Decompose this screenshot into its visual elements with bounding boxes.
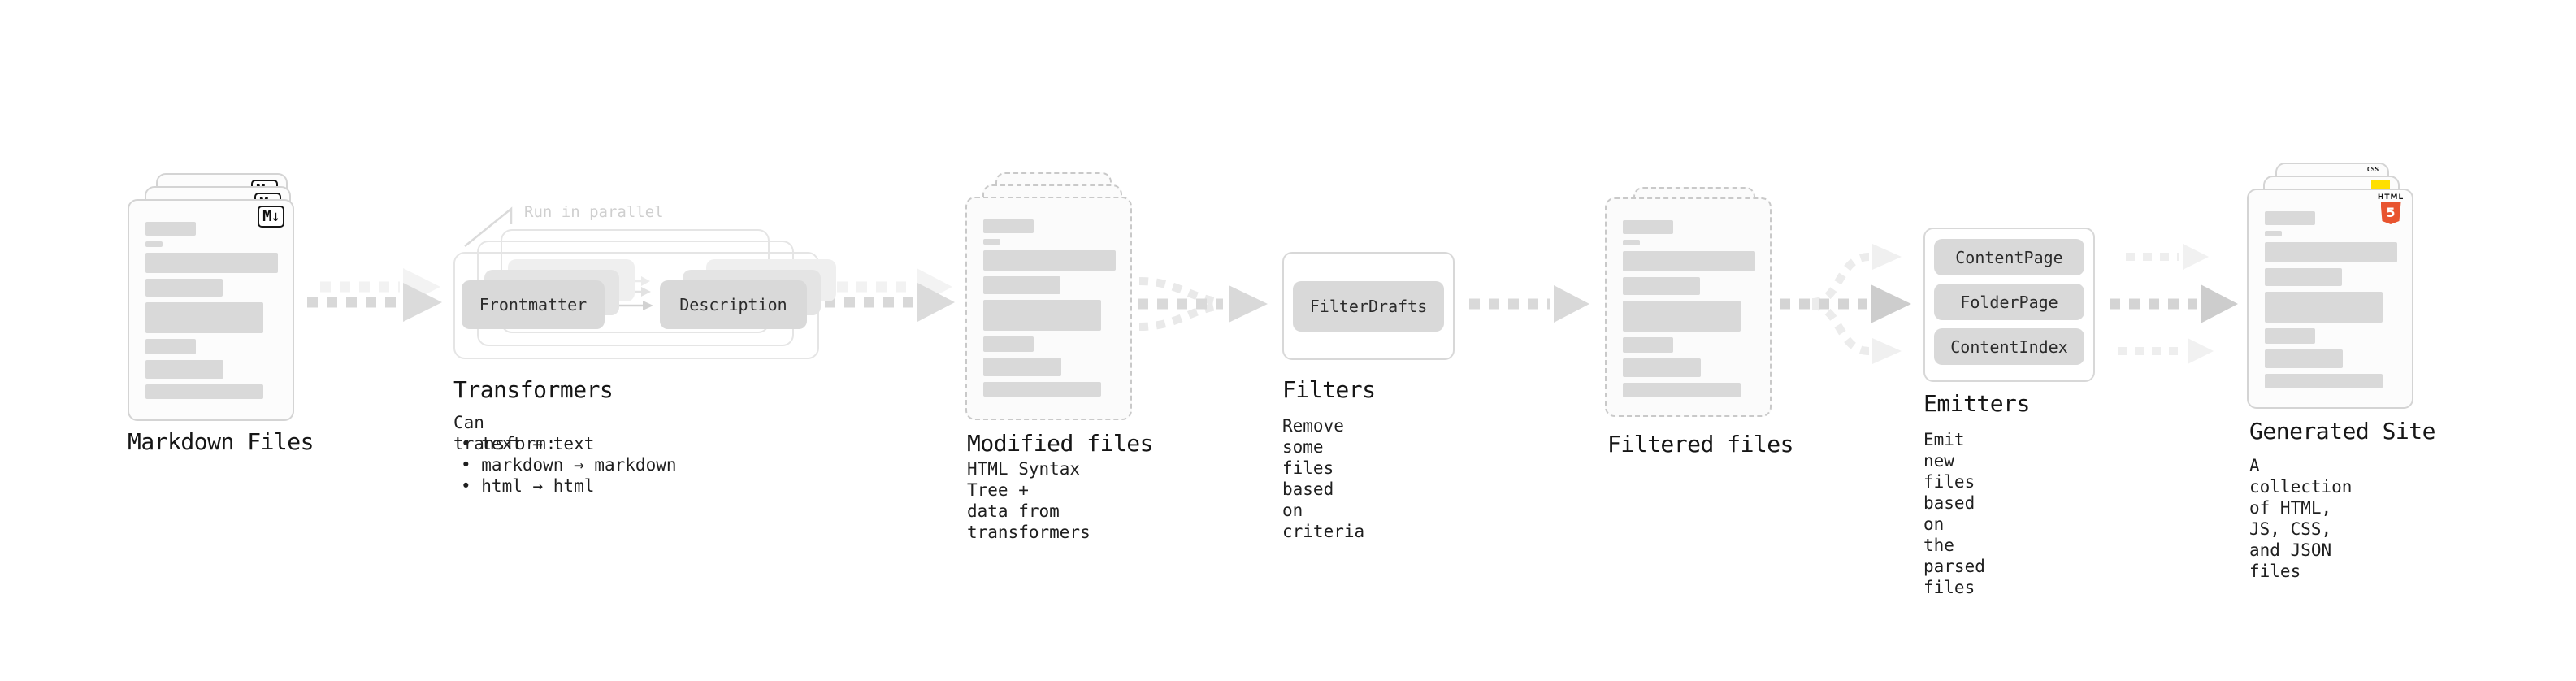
connector-filtered-to-emitters (1780, 244, 1911, 364)
connector-markdown-to-transformers (307, 283, 442, 322)
run-in-parallel-note: Run in parallel (524, 203, 664, 221)
markdown-doc-front: M↓ (128, 199, 294, 421)
filterdrafts-pill: FilterDrafts (1293, 280, 1444, 332)
generated-site-title: Generated Site (2249, 418, 2436, 445)
modified-files-subtitle: HTML Syntax Tree + data from transformer… (967, 459, 1091, 542)
emitters-subtitle: Emit new files based on the parsed files (1923, 430, 1985, 597)
doc-content-bars (983, 219, 1116, 397)
bullet-item: • markdown → markdown (461, 455, 677, 475)
css-icon-label: CSS (2366, 166, 2379, 173)
transformers-bullet-list: • text → text • markdown → markdown • ht… (453, 433, 677, 497)
bullet-item: • html → html (461, 476, 595, 496)
emitters-card: ContentPage FolderPage ContentIndex (1923, 228, 2095, 382)
html5-icon-label: HTML (2377, 193, 2405, 202)
filters-card: FilterDrafts (1282, 252, 1455, 360)
generated-site-subtitle: A collection of HTML, JS, CSS, and JSON … (2249, 456, 2353, 581)
connector-transformers-to-modified (825, 283, 955, 322)
description-pill: Description (660, 280, 807, 329)
doc-content-bars (2265, 211, 2397, 388)
contentpage-pill: ContentPage (1934, 239, 2084, 275)
css-icon: CSS (2363, 167, 2383, 173)
frontmatter-pill: Frontmatter (462, 280, 605, 329)
markdown-files-title: Markdown Files (128, 428, 314, 455)
js-icon (2371, 180, 2390, 191)
contentindex-pill: ContentIndex (1934, 328, 2084, 365)
emitters-title: Emitters (1923, 390, 2030, 417)
doc-content-bars (145, 222, 278, 399)
modified-files-title: Modified files (967, 430, 1154, 457)
html5-icon: HTML 5 (2372, 193, 2409, 224)
transformers-title: Transformers (453, 376, 614, 403)
folderpage-pill: FolderPage (1934, 284, 2084, 320)
connector-emitters-to-generated (2110, 244, 2238, 364)
doc-content-bars (1623, 220, 1755, 397)
generated-doc-front: HTML 5 (2247, 189, 2413, 409)
run-in-parallel-callout-line (464, 206, 513, 247)
modified-doc-front (965, 197, 1132, 420)
bullet-item: • text → text (461, 434, 595, 453)
html5-icon-shield: 5 (2380, 202, 2401, 224)
transformers-desc-heading: Can transform: (453, 413, 557, 453)
connector-modified-to-filters (1138, 277, 1268, 331)
connector-filters-to-filtered (1469, 285, 1589, 323)
filters-subtitle: Remove some files based on criteria (1282, 416, 1365, 541)
filters-title: Filters (1282, 376, 1376, 403)
markdown-icon: M↓ (258, 206, 284, 228)
filtered-files-title: Filtered files (1607, 431, 1794, 458)
filtered-doc-front (1605, 197, 1772, 417)
